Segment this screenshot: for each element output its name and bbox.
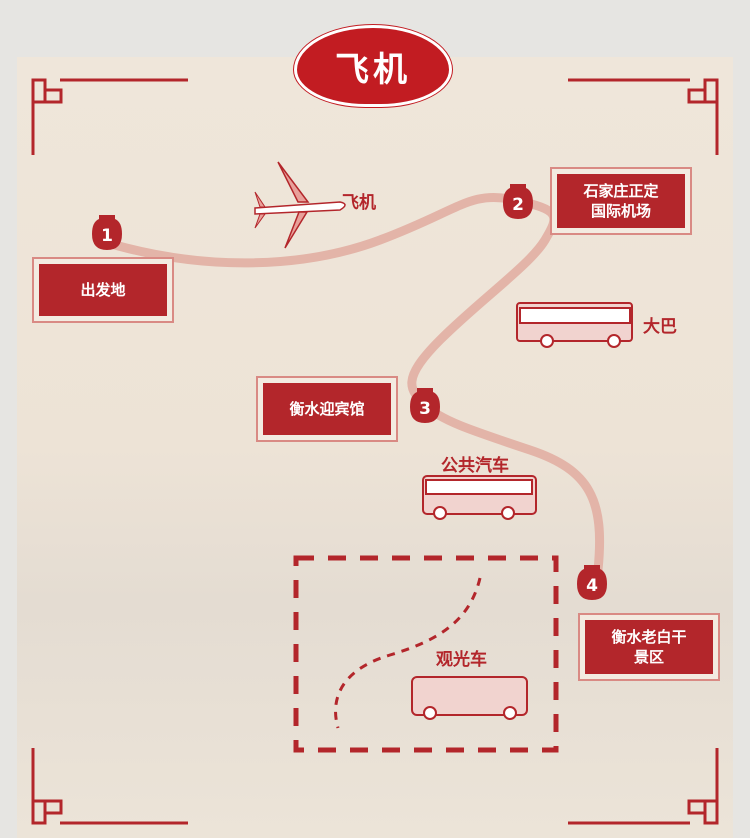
sightseeing-car-icon [411, 676, 528, 720]
stop-name: 景区 [633, 648, 664, 666]
bus-icon [422, 475, 537, 520]
stop-name: 衡水迎宾馆 [289, 400, 365, 418]
sightseeing-area-border [293, 555, 559, 753]
stop-number: 1 [101, 226, 113, 246]
stop-name: 出发地 [80, 281, 126, 299]
route-path [103, 192, 605, 575]
stop-name: 石家庄正定 [583, 182, 659, 200]
stop-name: 国际机场 [590, 202, 651, 220]
stop-number: 4 [586, 576, 598, 596]
sightseeing-route [334, 577, 482, 729]
stop-label-1: 出发地 [32, 257, 174, 323]
stop-marker-2: 2 [501, 181, 535, 221]
plane-icon [254, 161, 346, 249]
stop-name: 衡水老白干 [611, 628, 687, 646]
transport-label-sightseeing: 观光车 [436, 650, 487, 670]
transport-label-plane: 飞机 [342, 193, 376, 213]
corner-ornament-tl [31, 78, 188, 155]
stop-label-4: 衡水老白干景区 [578, 613, 720, 681]
stop-marker-4: 4 [575, 562, 609, 602]
stop-label-2: 石家庄正定国际机场 [550, 167, 692, 235]
transport-label-coach: 大巴 [643, 317, 677, 337]
page-title: 飞机 [297, 28, 449, 104]
coach-icon [516, 302, 633, 348]
stop-marker-3: 3 [408, 385, 442, 425]
corner-ornament-br [568, 748, 719, 825]
corner-ornament-tr [568, 78, 719, 155]
stop-label-3: 衡水迎宾馆 [256, 376, 398, 442]
transport-label-bus: 公共汽车 [441, 456, 509, 476]
corner-ornament-bl [31, 748, 188, 825]
stop-marker-1: 1 [90, 212, 124, 252]
corner-ornaments [31, 78, 719, 825]
stop-number: 3 [419, 399, 431, 419]
stop-number: 2 [512, 195, 524, 215]
